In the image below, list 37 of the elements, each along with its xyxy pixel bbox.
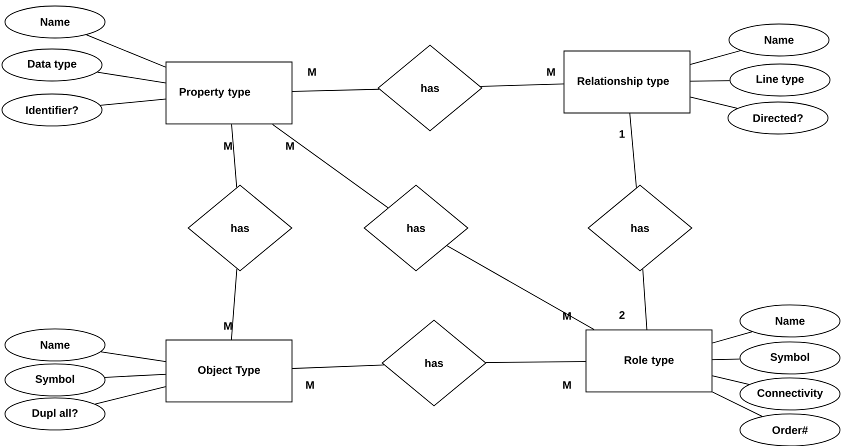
entity-box: Object Type — [166, 340, 292, 402]
cardinality-label: M — [563, 312, 571, 320]
cardinality-label: M — [308, 68, 316, 76]
cardinality-label: M — [563, 381, 571, 389]
connector-line — [292, 88, 380, 92]
connector-line — [94, 386, 166, 404]
entity-box: Role type — [586, 330, 712, 392]
connector-line — [104, 374, 166, 378]
connector-line — [272, 124, 388, 208]
cardinality-label: M — [547, 68, 555, 76]
connector-line — [690, 80, 730, 82]
connector-line — [231, 124, 238, 188]
entity-box: Relationship type — [564, 50, 690, 114]
cardinality-label: 2 — [619, 311, 625, 319]
connector-line — [96, 72, 166, 84]
cardinality-label: M — [224, 322, 232, 330]
connector-line — [712, 392, 762, 417]
connector-line — [480, 83, 564, 87]
cardinality-label: M — [224, 142, 232, 150]
cardinality-label: M — [286, 142, 294, 150]
connector-line — [712, 375, 750, 385]
connector-line — [712, 358, 740, 360]
connector-line — [230, 268, 238, 340]
connector-line — [485, 361, 586, 363]
connector-line — [712, 331, 752, 344]
connector-line — [292, 364, 384, 369]
connector-line — [446, 245, 594, 330]
connector-line — [642, 268, 648, 330]
connector-line — [86, 34, 166, 68]
connector-line — [690, 50, 741, 65]
connector-line — [100, 98, 166, 106]
connector-line — [100, 351, 166, 362]
entity-box: Property type — [166, 62, 292, 124]
cardinality-label: M — [306, 381, 314, 389]
connector-line — [690, 96, 738, 109]
connector-line — [629, 113, 637, 188]
cardinality-label: 1 — [620, 130, 625, 138]
